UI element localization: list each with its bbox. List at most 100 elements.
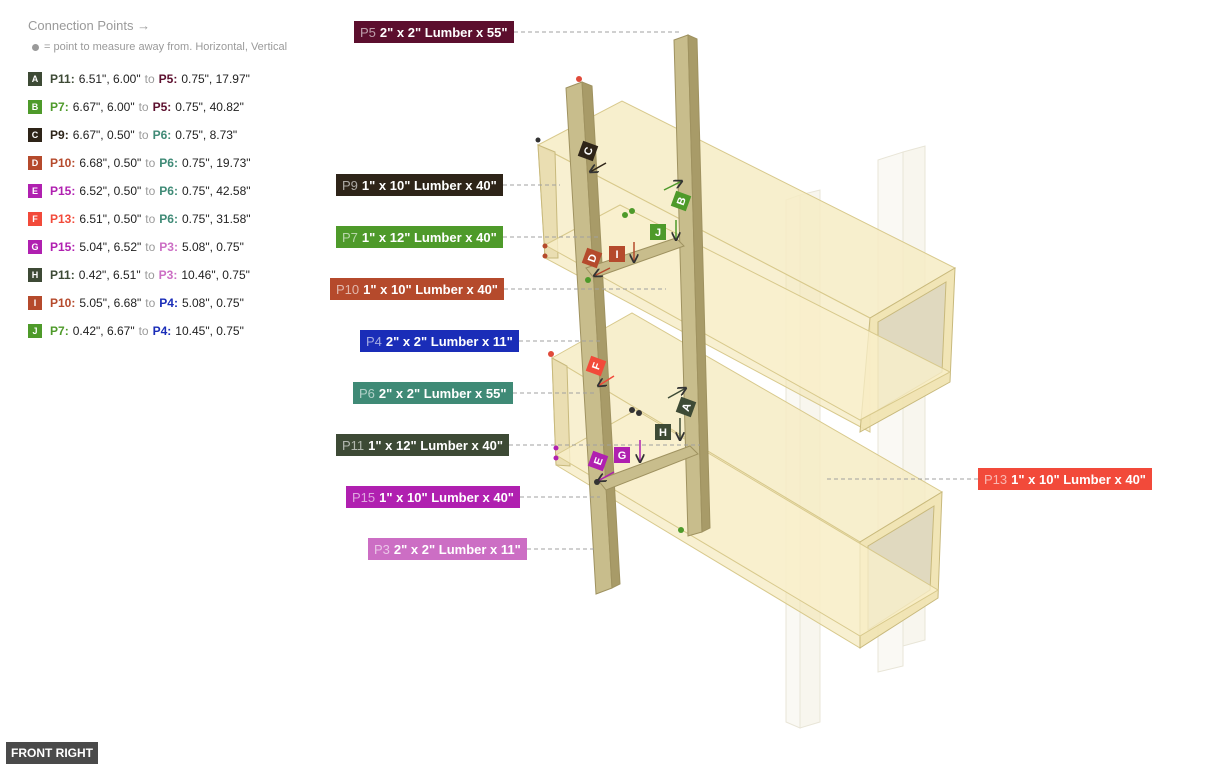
connection-marker-b: B <box>663 181 692 212</box>
marker-badge <box>655 424 671 440</box>
marker-letter: H <box>659 427 667 439</box>
colon: : <box>167 324 172 338</box>
marker-badge <box>577 140 599 162</box>
connection-letter-badge: C <box>28 128 42 142</box>
from-coords: 0.42", 6.67" <box>72 324 135 338</box>
point-dot-icon <box>542 243 548 249</box>
arrow-icon <box>598 375 615 386</box>
to-part: P6 <box>159 184 174 198</box>
connection-letter-badge: J <box>28 324 42 338</box>
colon: : <box>173 268 178 282</box>
connection-marker-a: A <box>667 388 697 418</box>
connection-marker-g: G <box>614 440 640 463</box>
arrow-icon <box>667 388 686 399</box>
connection-marker-c: C <box>577 140 607 172</box>
marker-letter: B <box>675 196 689 208</box>
from-part: P13 <box>50 212 72 226</box>
marker-letter: I <box>615 249 618 261</box>
point-dot-icon <box>636 410 642 416</box>
point-dot-icon <box>585 277 591 283</box>
marker-letter: C <box>582 146 596 158</box>
legend-note: = point to measure away from. Horizontal… <box>32 41 348 53</box>
to-coords: 0.75", 31.58" <box>181 212 251 226</box>
marker-letter: G <box>618 450 627 462</box>
to-word: to <box>145 240 156 254</box>
marker-badge <box>675 396 697 418</box>
point-dot-icon <box>32 43 39 51</box>
to-word: to <box>138 324 149 338</box>
connection-letter-badge: I <box>28 296 42 310</box>
marker-badge <box>609 246 625 262</box>
colon: : <box>173 72 178 86</box>
connection-marker-j: J <box>650 220 676 240</box>
marker-badge <box>650 224 666 240</box>
connection-marker-h: H <box>655 418 680 440</box>
to-part: P3 <box>159 240 174 254</box>
from-part: P10 <box>50 156 72 170</box>
to-part: P4 <box>152 324 168 338</box>
point-dot-icon <box>629 407 635 413</box>
to-coords: 10.45", 0.75" <box>175 324 244 338</box>
part-desc: 1" x 10" Lumber x 40" <box>379 489 514 505</box>
to-part: P3 <box>158 268 174 282</box>
to-part: P4 <box>159 296 174 310</box>
point-dot-icon <box>678 527 684 533</box>
colon: : <box>173 296 178 310</box>
to-coords: 0.75", 17.97" <box>181 72 250 86</box>
from-part: P10 <box>50 296 72 310</box>
lower-box-left-end <box>551 357 571 467</box>
marker-badge <box>670 190 692 212</box>
part-id: P4 <box>366 333 382 349</box>
from-coords: 6.51", 0.50" <box>79 212 142 226</box>
part-id: P15 <box>352 489 376 505</box>
connection-letter-badge: B <box>28 100 42 114</box>
to-coords: 5.08", 0.75" <box>181 240 244 254</box>
connection-marker-e: E <box>587 450 615 481</box>
point-dot-icon <box>553 445 559 451</box>
connection-letter-badge: E <box>28 184 42 198</box>
connection-letter-badge: A <box>28 72 42 86</box>
view-badge[interactable]: FRONT RIGHT <box>6 742 98 764</box>
to-part: P6 <box>159 156 174 170</box>
connection-letter-badge: H <box>28 268 42 282</box>
connection-letter-badge: F <box>28 212 42 226</box>
colon: : <box>173 156 178 170</box>
point-dot-icon <box>542 253 548 259</box>
point-dot-icon <box>548 351 554 357</box>
colon: : <box>167 100 172 114</box>
from-coords: 6.68", 0.50" <box>79 156 142 170</box>
legend-note-text: = point to measure away from. Horizontal… <box>44 41 288 53</box>
point-dot-icon <box>553 455 559 461</box>
part-id: P10 <box>336 281 360 297</box>
from-part: P7 <box>50 100 65 114</box>
to-part: P5 <box>158 72 174 86</box>
part-desc: 1" x 10" Lumber x 40" <box>361 177 497 193</box>
to-coords: 5.08", 0.75" <box>181 296 244 310</box>
to-word: to <box>138 128 149 142</box>
to-word: to <box>144 268 155 282</box>
marker-badge <box>587 450 609 472</box>
colon: : <box>173 212 178 226</box>
marker-letter: E <box>592 456 606 467</box>
point-dot-icon <box>576 76 582 82</box>
marker-badge <box>585 355 607 377</box>
part-id: P9 <box>342 177 358 193</box>
